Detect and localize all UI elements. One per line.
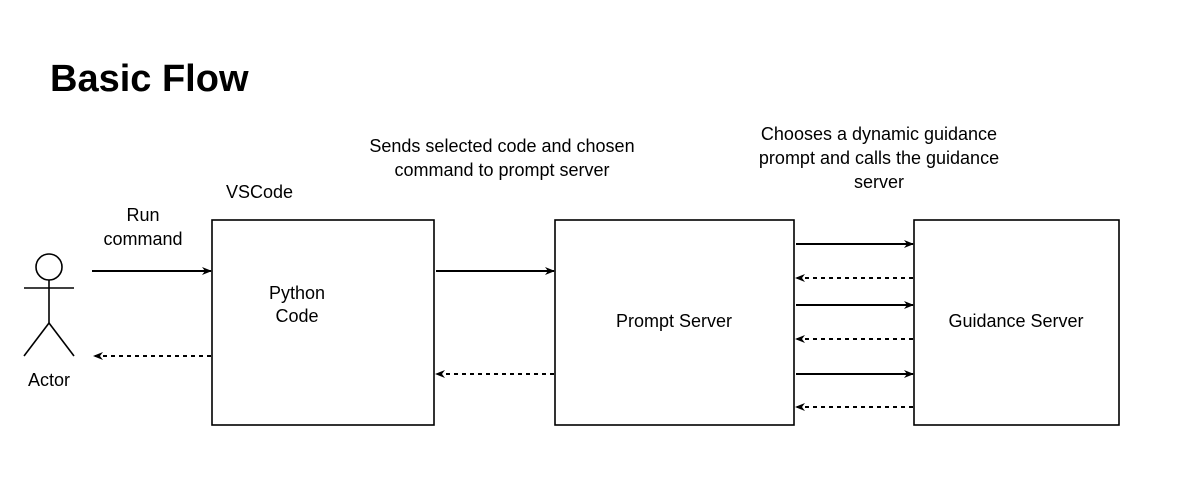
chooses-prompt-label-line-3: server [854, 172, 904, 192]
run-command-label-line-1: Run [126, 205, 159, 225]
guidance-server-label: Guidance Server [948, 311, 1083, 331]
chooses-prompt-label-line-1: Chooses a dynamic guidance [761, 124, 997, 144]
actor-label: Actor [28, 370, 70, 390]
chooses-prompt-label-line-2: prompt and calls the guidance [759, 148, 999, 168]
prompt-server-label: Prompt Server [616, 311, 732, 331]
vscode-label: VSCode [226, 182, 293, 202]
sends-code-label-line-2: command to prompt server [394, 160, 609, 180]
actor-right-leg [48, 322, 75, 357]
python-code-box [211, 219, 435, 426]
sends-code-label-line-1: Sends selected code and chosen [369, 136, 634, 156]
actor-head [35, 253, 63, 281]
python-code-label-line-2: Code [275, 306, 318, 326]
python-code-label-line-1: Python [269, 283, 325, 303]
run-command-label-line-2: command [103, 229, 182, 249]
actor-left-leg [23, 322, 50, 357]
page-title: Basic Flow [50, 58, 249, 100]
guidance-server-box [913, 219, 1120, 426]
prompt-server-box [554, 219, 795, 426]
actor-figure [23, 253, 75, 357]
